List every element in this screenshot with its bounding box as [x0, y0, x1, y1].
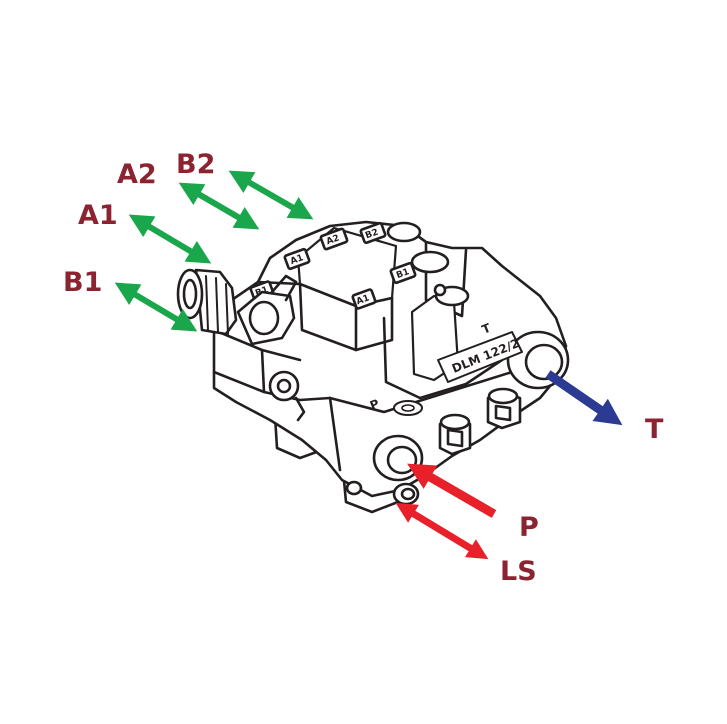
arrow-p [407, 463, 497, 518]
arrow-b1 [114, 282, 198, 332]
stamp-b2: B2 [364, 227, 380, 241]
port-label-b1: B1 [63, 267, 102, 298]
valve-body [176, 220, 570, 514]
port-label-t: T [645, 414, 664, 445]
tab-stamps: B2 A2 A1 B1 A1 B1 [254, 227, 411, 307]
stamp-a1-top: A1 [289, 253, 305, 267]
port-label-a2: A2 [117, 159, 157, 190]
stamp-a2: A2 [325, 233, 341, 247]
port-label-b2: B2 [176, 149, 215, 180]
port-label-a1: A1 [78, 200, 118, 231]
arrow-ls [395, 502, 489, 560]
arrow-t [545, 370, 623, 426]
port-labels: A2 B2 A1 B1 T P LS [63, 149, 664, 587]
stamp-b1-side: B1 [254, 285, 270, 299]
port-label-ls: LS [500, 556, 537, 587]
stamp-b1-top: B1 [395, 267, 411, 281]
flow-arrows [114, 170, 623, 560]
port-label-p: P [519, 512, 539, 543]
arrow-a1 [128, 214, 212, 264]
stamp-a1-side: A1 [355, 293, 371, 307]
arrow-a2 [178, 182, 260, 230]
arrow-b2 [228, 170, 314, 220]
